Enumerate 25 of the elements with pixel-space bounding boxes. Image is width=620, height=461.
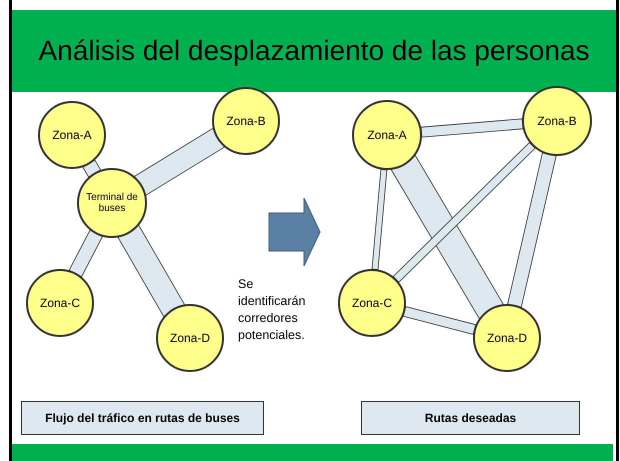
route-band <box>392 142 536 283</box>
node-label: Zona-C <box>350 296 393 310</box>
route-band <box>390 154 504 319</box>
route-band <box>402 306 476 335</box>
route-band <box>118 224 186 317</box>
route-band <box>420 118 524 138</box>
caption-box <box>21 401 264 435</box>
node-label: Zona-A <box>51 128 93 142</box>
zone-circle <box>77 168 147 238</box>
note-text: Se identificarán corredores potenciales. <box>238 276 306 344</box>
node-label: Terminal de buses <box>85 192 139 214</box>
node-label: Zona-C <box>38 296 81 310</box>
caption-box <box>361 401 580 435</box>
node-label: Flujo del tráfico en rutas de buses <box>45 411 240 425</box>
route-band <box>68 230 103 278</box>
route-band <box>507 152 557 308</box>
slide-title: Análisis del desplazamiento de las personas <box>12 10 616 92</box>
route-band <box>372 169 388 270</box>
node-label: Zona-B <box>225 114 267 128</box>
node-label: Zona-D <box>168 331 211 345</box>
node-label: Rutas deseadas <box>424 411 516 425</box>
node-label: Zona-A <box>366 128 408 142</box>
route-band <box>134 128 225 196</box>
node-label: Zona-B <box>536 114 578 128</box>
node-label: Zona-D <box>486 331 528 345</box>
